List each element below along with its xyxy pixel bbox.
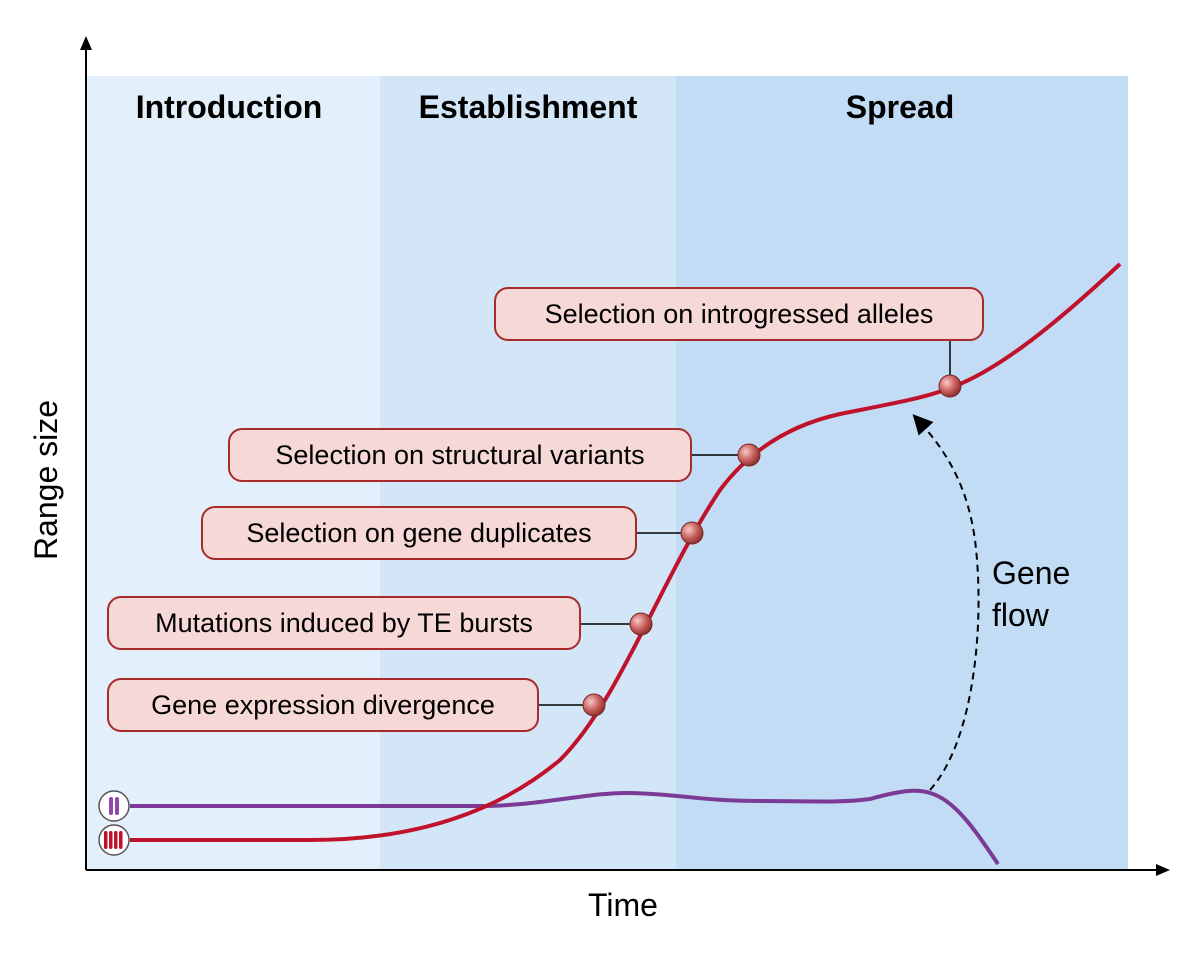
x-axis-label: Time — [588, 887, 658, 923]
callout-label: Selection on gene duplicates — [246, 518, 591, 548]
gene-flow-label-line1: Gene — [992, 555, 1070, 591]
y-axis-arrowhead — [80, 36, 92, 50]
curve-marker — [582, 693, 606, 717]
native-population-curve — [130, 788, 1000, 866]
phase-title-introduction: Introduction — [136, 89, 323, 125]
callout-mutations-te-bursts: Mutations induced by TE bursts — [107, 596, 653, 650]
phase-title-spread: Spread — [846, 89, 954, 125]
callout-label: Gene expression divergence — [151, 690, 495, 720]
native-genome-icon — [98, 790, 130, 822]
callout-label: Selection on structural variants — [275, 440, 644, 470]
invasive-genome-icon — [98, 824, 130, 856]
y-axis-label: Range size — [28, 400, 64, 560]
curve-marker — [737, 443, 761, 467]
x-axis-arrowhead — [1156, 864, 1170, 876]
curve-marker — [938, 374, 962, 398]
callout-label: Mutations induced by TE bursts — [155, 608, 533, 638]
gene-flow-arrow — [912, 414, 980, 791]
curve-marker — [629, 612, 653, 636]
callout-selection-gene-duplicates: Selection on gene duplicates — [201, 506, 704, 560]
phase-band-spread — [676, 76, 1128, 870]
gene-flow-label-line2: flow — [992, 597, 1050, 633]
callout-selection-introgressed-alleles: Selection on introgressed alleles — [494, 287, 984, 398]
curve-marker — [680, 521, 704, 545]
callout-gene-expression-divergence: Gene expression divergence — [107, 678, 606, 732]
phase-title-establishment: Establishment — [419, 89, 638, 125]
callout-label: Selection on introgressed alleles — [545, 299, 934, 329]
invasive-range-curve — [130, 262, 1122, 842]
callout-selection-structural-variants: Selection on structural variants — [228, 428, 761, 482]
